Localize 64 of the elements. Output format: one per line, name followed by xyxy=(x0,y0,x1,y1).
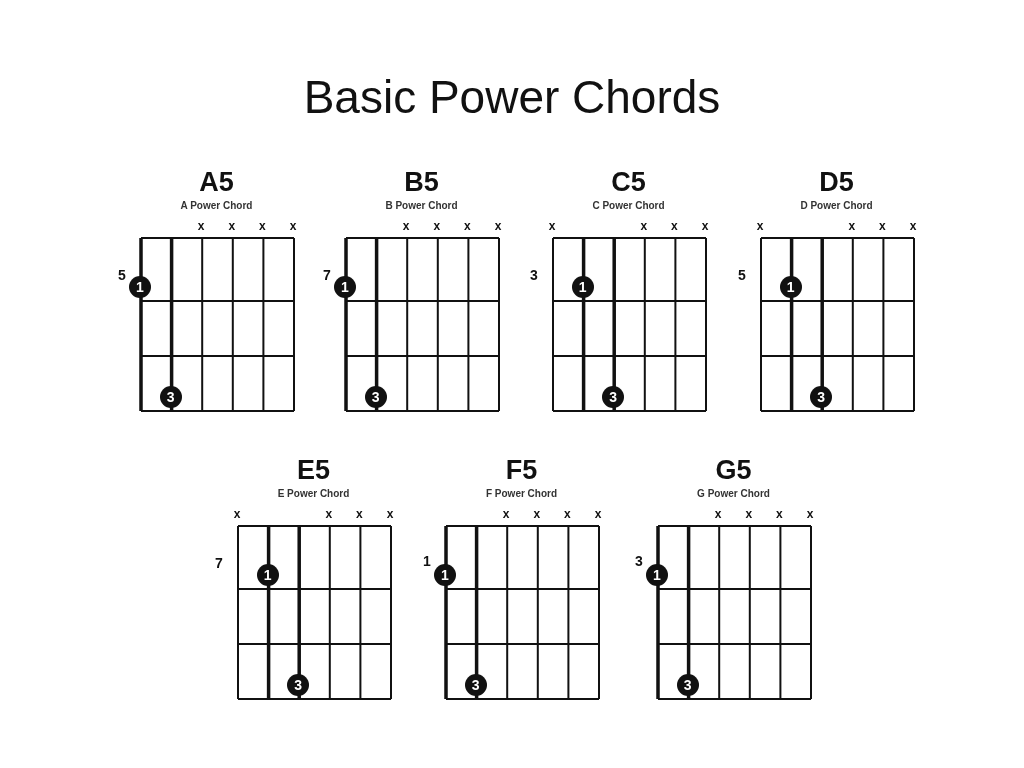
muted-string-mark: x xyxy=(324,508,334,520)
finger-dot: 1 xyxy=(256,564,279,586)
finger-dot: 1 xyxy=(129,276,151,298)
chord-name: A5 xyxy=(198,167,235,197)
chord-subtitle: F Power Chord xyxy=(484,488,559,500)
muted-string-mark: x xyxy=(227,220,237,232)
muted-string-mark: x xyxy=(755,220,765,232)
chord-subtitle: E Power Chord xyxy=(276,488,351,500)
muted-string-mark: x xyxy=(805,508,815,520)
chord-subtitle: B Power Chord xyxy=(384,200,459,212)
finger-dot: 3 xyxy=(159,386,182,408)
muted-string-mark: x xyxy=(563,508,572,520)
muted-string-mark: x xyxy=(878,220,887,232)
muted-string-mark: x xyxy=(593,508,603,520)
fret-number: 7 xyxy=(215,555,223,571)
fret-number: 3 xyxy=(635,553,643,569)
muted-string-mark: x xyxy=(385,508,395,520)
finger-dot: 1 xyxy=(779,276,802,298)
chord-subtitle: C Power Chord xyxy=(591,200,666,212)
muted-string-mark: x xyxy=(288,220,298,232)
muted-string-mark: x xyxy=(501,508,511,520)
muted-string-mark: x xyxy=(847,220,857,232)
muted-string-mark: x xyxy=(432,220,442,232)
muted-string-mark: x xyxy=(700,220,710,232)
fret-number: 1 xyxy=(423,553,431,569)
muted-string-mark: x xyxy=(713,508,723,520)
finger-dot: 3 xyxy=(810,386,833,408)
muted-string-mark: x xyxy=(232,508,242,520)
muted-string-mark: x xyxy=(547,220,557,232)
finger-dot: 3 xyxy=(602,386,625,408)
finger-dot: 3 xyxy=(464,674,487,696)
muted-string-mark: x xyxy=(463,220,472,232)
muted-string-mark: x xyxy=(744,508,754,520)
chord-name: D5 xyxy=(818,167,855,197)
finger-dot: 1 xyxy=(334,276,356,298)
chord-name: E5 xyxy=(296,455,331,485)
chord-name: C5 xyxy=(610,167,647,197)
finger-dot: 3 xyxy=(287,674,310,696)
fret-number: 7 xyxy=(323,267,331,283)
muted-string-mark: x xyxy=(258,220,267,232)
finger-dot: 1 xyxy=(571,276,594,298)
chord-subtitle: A Power Chord xyxy=(179,200,254,212)
muted-string-mark: x xyxy=(670,220,679,232)
chord-name: F5 xyxy=(504,455,539,485)
finger-dot: 3 xyxy=(676,674,699,696)
muted-string-mark: x xyxy=(532,508,542,520)
muted-string-mark: x xyxy=(639,220,649,232)
chord-name: G5 xyxy=(714,455,753,485)
muted-string-mark: x xyxy=(908,220,918,232)
muted-string-mark: x xyxy=(401,220,411,232)
finger-dot: 1 xyxy=(646,564,668,586)
finger-dot: 1 xyxy=(434,564,456,586)
fret-number: 3 xyxy=(530,267,538,283)
chord-subtitle: G Power Chord xyxy=(696,488,771,500)
muted-string-mark: x xyxy=(493,220,503,232)
finger-dot: 3 xyxy=(364,386,387,408)
muted-string-mark: x xyxy=(196,220,206,232)
fret-number: 5 xyxy=(738,267,746,283)
diagram-title: Basic Power Chords xyxy=(302,70,722,124)
muted-string-mark: x xyxy=(775,508,784,520)
fret-number: 5 xyxy=(118,267,126,283)
chord-subtitle: D Power Chord xyxy=(799,200,874,212)
chord-name: B5 xyxy=(403,167,440,197)
muted-string-mark: x xyxy=(355,508,364,520)
